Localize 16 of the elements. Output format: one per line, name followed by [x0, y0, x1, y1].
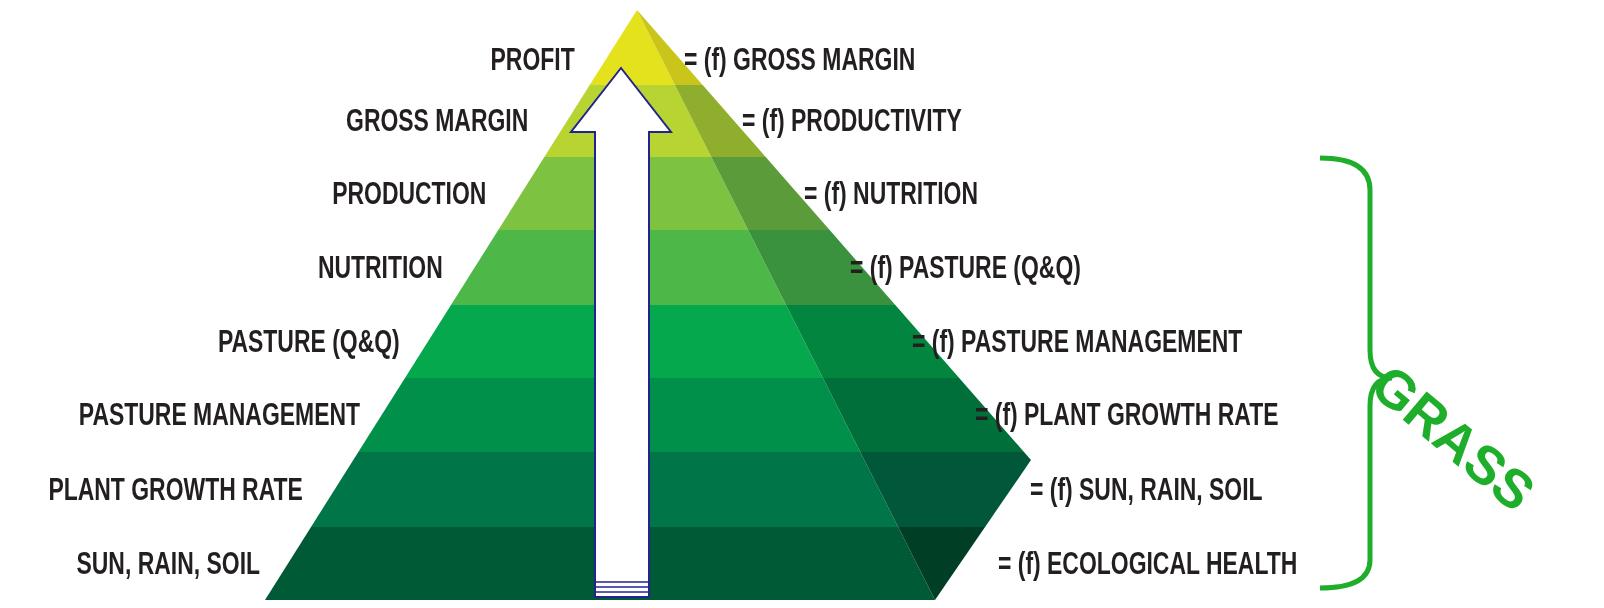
formula-label: = (f) ECOLOGICAL HEALTH: [998, 546, 1298, 581]
formula-label: = (f) PASTURE (Q&Q): [850, 250, 1081, 285]
formula-label: = (f) PASTURE MANAGEMENT: [912, 324, 1243, 359]
layer-label: PRODUCTION: [331, 176, 486, 211]
formula-label: = (f) PRODUCTIVITY: [742, 104, 962, 138]
layer-label: PLANT GROWTH RATE: [48, 472, 303, 507]
formula-label: = (f) PLANT GROWTH RATE: [975, 398, 1279, 432]
formula-label: = (f) NUTRITION: [804, 176, 978, 211]
layer-label: PASTURE (Q&Q): [218, 324, 400, 359]
layer-label: SUN, RAIN, SOIL: [76, 546, 260, 581]
formula-label: = (f) SUN, RAIN, SOIL: [1030, 472, 1263, 507]
formula-label: = (f) GROSS MARGIN: [684, 42, 916, 77]
layer-label: GROSS MARGIN: [345, 104, 528, 138]
layer-label: NUTRITION: [318, 250, 443, 285]
layer-label: PROFIT: [490, 42, 575, 77]
layer-label: PASTURE MANAGEMENT: [78, 398, 360, 432]
